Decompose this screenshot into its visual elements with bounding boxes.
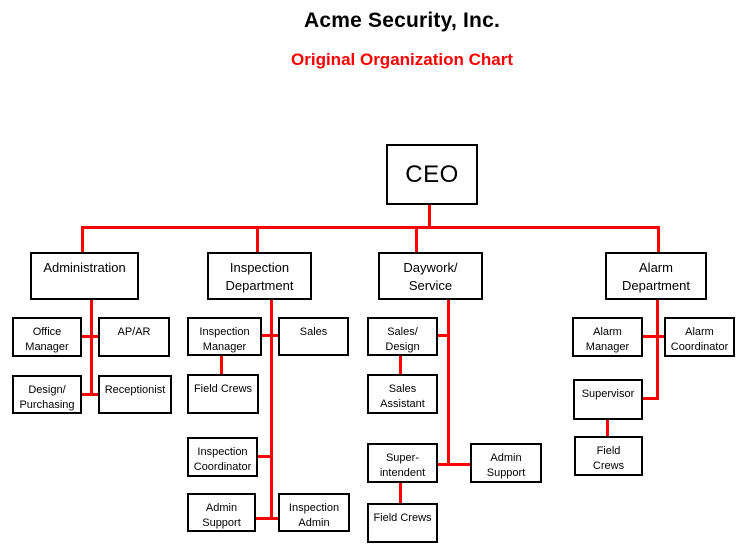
connector-alarm-vertical (656, 298, 659, 400)
org-node-label: Alarm Department (622, 260, 690, 293)
org-node-sales: Sales (278, 317, 349, 356)
org-node-supervisor: Supervisor (573, 379, 643, 420)
connector-salesdesign-salesassistant (399, 355, 402, 376)
org-node-label: Alarm Manager (585, 326, 630, 353)
org-node-admin-support-daywork: Admin Support (470, 443, 542, 483)
org-node-daywork-service: Daywork/ Service (378, 252, 483, 300)
connector-alarmmanager-alarmcoordinator (642, 335, 666, 338)
connector-drop-administration (81, 226, 84, 252)
org-node-label: Design/ Purchasing (19, 384, 75, 411)
org-node-field-crews-daywork: Field Crews (367, 503, 438, 543)
connector-inspection-vertical (270, 298, 273, 520)
org-node-label: Field Crews (193, 383, 253, 395)
org-node-label: Daywork/ Service (403, 260, 458, 293)
org-node-field-crews-alarm: Field Crews (574, 436, 643, 476)
chart-subtitle: Original Organization Chart (291, 50, 513, 69)
org-node-alarm-coordinator: Alarm Coordinator (664, 317, 735, 357)
org-node-label: Supervisor (581, 388, 635, 400)
connector-ceo-drop (428, 205, 431, 229)
org-node-ceo: CEO (386, 144, 478, 205)
connector-drop-inspection (256, 226, 259, 252)
connector-inspectionmanager-fieldcrews (220, 355, 223, 376)
connector-drop-daywork (415, 226, 418, 252)
connector-adminsupport-inspectionadmin (256, 517, 280, 520)
org-node-label: Sales (299, 326, 328, 338)
org-node-label: Inspection Coordinator (193, 446, 252, 473)
chart-title: Acme Security, Inc. (304, 9, 500, 32)
org-node-inspection-department: Inspection Department (207, 252, 312, 300)
org-node-label: AP/AR (117, 326, 151, 338)
org-node-label: Administration (43, 260, 126, 275)
connector-superintendent-adminsupport (437, 463, 472, 466)
org-node-label: Admin Support (202, 502, 241, 529)
org-node-design-purchasing: Design/ Purchasing (12, 375, 82, 414)
connector-supervisor-fieldcrews (606, 419, 609, 437)
org-node-ap-ar: AP/AR (98, 317, 170, 357)
org-node-superintendent: Super- intendent (367, 443, 438, 483)
org-node-label: Office Manager (25, 326, 69, 353)
connector-daywork-vertical (447, 298, 450, 466)
connector-designpurchasing-receptionist (82, 393, 98, 396)
org-node-field-crews-inspection: Field Crews (187, 374, 259, 414)
org-node-label: Sales/ Design (385, 326, 420, 353)
connector-inspectionmanager-sales (262, 334, 278, 337)
org-node-admin-support-inspection: Admin Support (187, 493, 256, 532)
org-node-sales-design: Sales/ Design (367, 317, 438, 356)
org-node-label: Receptionist (104, 384, 166, 396)
org-node-label: Inspection Manager (199, 326, 250, 353)
connector-main-horizontal (81, 226, 660, 229)
org-node-inspection-admin: Inspection Admin (278, 493, 350, 532)
connector-superintendent-fieldcrews (399, 482, 402, 504)
org-node-receptionist: Receptionist (98, 375, 172, 414)
org-node-inspection-coordinator: Inspection Coordinator (187, 437, 258, 477)
org-node-administration: Administration (30, 252, 139, 300)
org-node-label: Field Crews (373, 512, 432, 524)
org-node-alarm-manager: Alarm Manager (572, 317, 643, 357)
connector-salesdesign-stub (437, 334, 449, 337)
connector-drop-alarm (657, 226, 660, 252)
connector-administration-vertical (90, 298, 93, 396)
org-node-label: Inspection Department (225, 260, 294, 293)
org-node-label: Super- intendent (379, 452, 426, 479)
connector-inspectioncoordinator-stub (258, 455, 272, 458)
connector-supervisor-stub (642, 397, 658, 400)
org-node-sales-assistant: Sales Assistant (367, 374, 438, 414)
connector-officemanager-apar (82, 335, 98, 338)
org-node-office-manager: Office Manager (12, 317, 82, 357)
org-node-label: CEO (405, 160, 459, 188)
org-node-inspection-manager: Inspection Manager (187, 317, 262, 356)
org-node-alarm-department: Alarm Department (605, 252, 707, 300)
org-node-label: Inspection Admin (288, 502, 340, 529)
org-node-label: Admin Support (486, 452, 526, 479)
org-node-label: Field Crews (592, 445, 625, 472)
org-node-label: Alarm Coordinator (670, 326, 729, 353)
org-node-label: Sales Assistant (380, 383, 425, 410)
